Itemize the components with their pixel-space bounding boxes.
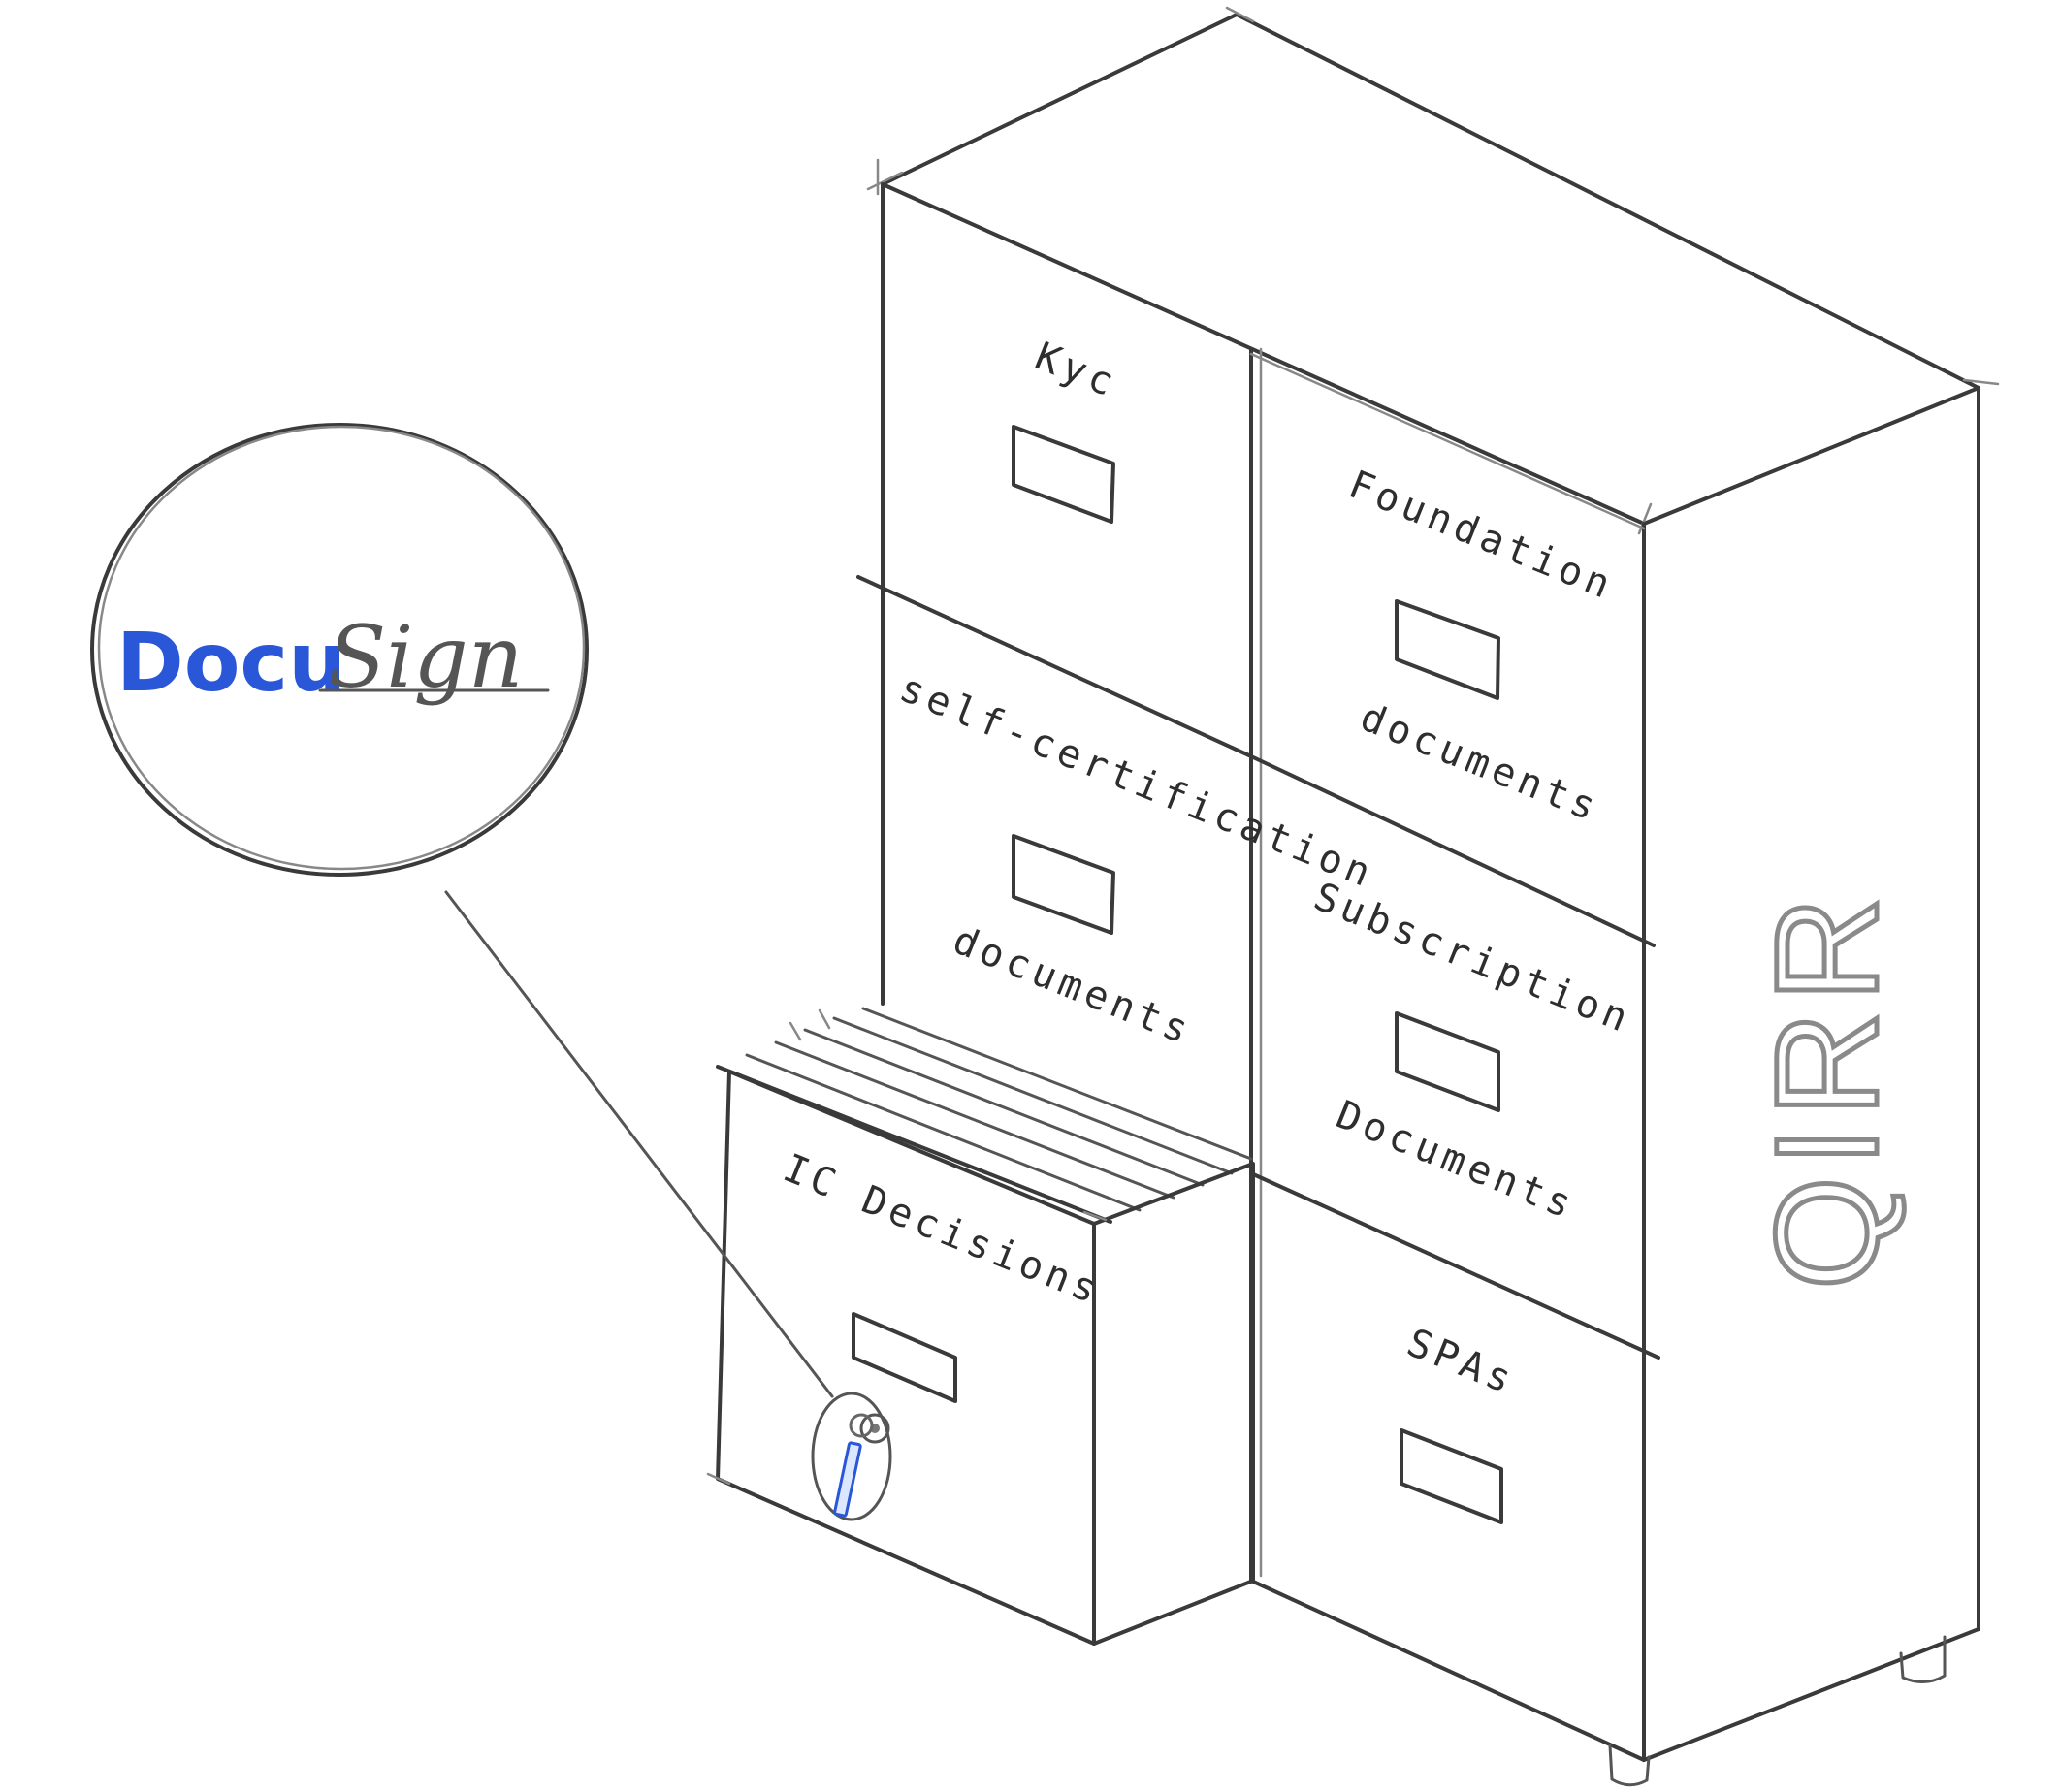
side-brand-logo: QIRR [1745,887,1908,1290]
drawer-label-kyc: Kyc [1029,334,1124,406]
drawer-kyc: Kyc [1012,334,1124,524]
drawer-label-foundation-1: Foundation [1342,463,1621,610]
key-icon [833,1413,874,1518]
drawer-foundation: Foundation documents [1342,463,1621,832]
drawer-label-ic-decisions: IC Decisions [777,1146,1108,1314]
lock-icon [859,1413,890,1444]
side-brand-group: QIRR [1743,885,1911,1293]
callout-circle-sketch [97,425,586,871]
docusign-logo-sign: Sign [328,607,523,707]
cabinet-foot [1899,1635,1947,1683]
drawer-front [716,1070,1096,1646]
drawer-spas: SPAs [1400,1321,1522,1524]
drawer-ic-decisions: IC Decisions [706,1007,1255,1646]
drawer-handle [1395,1011,1500,1112]
drawer-handle [1012,425,1115,524]
drawer-label-subscription-2: Documents [1330,1093,1582,1230]
hanging-folders [716,1007,1253,1224]
drawer-side [1092,1162,1255,1646]
callout-circle [90,423,589,877]
drawer-subscription: Subscription Documents [1307,875,1638,1230]
callout-leader-line [444,890,834,1398]
docusign-logo-docu: Docu [116,615,346,710]
cabinet-foot [1608,1744,1651,1787]
lock-callout-circle [811,1392,892,1521]
docusign-callout: Docu Sign [90,423,589,877]
drawer-handle [1012,834,1115,935]
drawer-label-spas: SPAs [1400,1321,1522,1404]
drawer-handle [1400,1428,1503,1524]
drawer-handle [852,1312,957,1403]
drawer-label-subscription-1: Subscription [1307,875,1638,1042]
cabinet-top [881,13,1980,526]
drawer-label-self-cert-2: documents [947,918,1199,1055]
drawer-self-certification: self-certification documents [893,666,1381,1055]
drawer-handle [1395,599,1500,700]
drawer-label-foundation-2: documents [1354,695,1606,832]
